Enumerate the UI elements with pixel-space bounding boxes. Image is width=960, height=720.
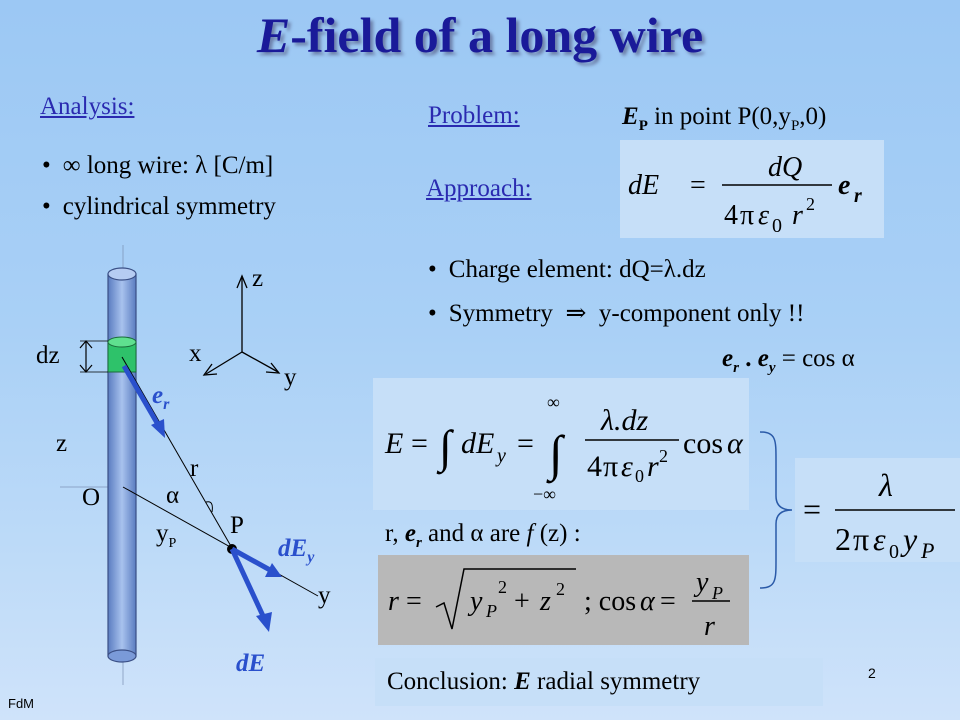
- svg-text:α: α: [640, 586, 656, 617]
- svg-text:r: r: [647, 450, 659, 483]
- svg-text:y: y: [693, 567, 709, 598]
- label-dz: dz: [36, 342, 60, 369]
- footer-author: FdM: [8, 696, 34, 711]
- svg-text:=: =: [660, 586, 676, 617]
- label-z: z: [56, 430, 68, 457]
- wire-body: [107, 273, 137, 657]
- svg-text:2: 2: [498, 577, 507, 597]
- svg-text:ε: ε: [873, 521, 886, 557]
- dEy-vector: [230, 546, 272, 573]
- label-alpha: α: [166, 482, 180, 509]
- svg-text:2: 2: [835, 521, 851, 557]
- label-er: er: [152, 382, 170, 413]
- wire-diagram: [60, 245, 319, 685]
- svg-text:y: y: [495, 445, 506, 467]
- wire-top: [107, 267, 137, 281]
- svg-text:4: 4: [587, 450, 602, 483]
- label-dEy: dEy: [278, 535, 315, 566]
- label-r: r: [190, 455, 199, 482]
- problem-statement: EP in point P(0,yP,0): [622, 103, 827, 134]
- label-yP: yP: [156, 520, 177, 551]
- svg-text:=: =: [406, 586, 422, 617]
- brace: [759, 431, 793, 589]
- svg-text:y: y: [467, 586, 483, 617]
- svg-text:∫: ∫: [436, 421, 454, 475]
- svg-text:dQ: dQ: [768, 152, 802, 183]
- svg-text:π: π: [740, 200, 754, 231]
- slide-title: E-field of a long wire: [256, 7, 704, 63]
- svg-text:∫: ∫: [546, 425, 566, 484]
- svg-text:0: 0: [772, 215, 782, 237]
- svg-text:r: r: [792, 200, 803, 231]
- equation-dE: dE = dQ 4 π ε 0 r 2 e r: [620, 140, 884, 238]
- problem-heading: Problem:: [428, 102, 520, 129]
- label-origin: O: [82, 484, 101, 511]
- svg-text:z: z: [539, 586, 551, 617]
- svg-text:=: =: [803, 491, 821, 527]
- equation-result: = λ 2 π ε 0 y P: [795, 458, 960, 562]
- symmetry-text: Symmetry ⇒ y-component only !!: [428, 298, 805, 328]
- svg-text:=: =: [690, 170, 706, 201]
- axis-label-x: x: [189, 340, 202, 367]
- svg-text:0: 0: [889, 541, 899, 562]
- svg-text:2: 2: [806, 194, 815, 214]
- svg-text:2: 2: [556, 579, 565, 599]
- svg-text:E: E: [384, 427, 403, 460]
- svg-text:dE: dE: [461, 427, 494, 460]
- svg-text:r: r: [704, 611, 715, 642]
- conclusion-box: Conclusion: E radial symmetry: [375, 658, 823, 706]
- svg-text:2: 2: [659, 446, 668, 466]
- svg-text:P: P: [920, 538, 934, 562]
- svg-text:P: P: [485, 601, 497, 621]
- equation-integral: E = ∫ dE y = ∞ ∫ −∞ λ.dz 4 π ε 0 r 2 cos…: [373, 378, 749, 510]
- svg-text:y: y: [900, 521, 918, 557]
- svg-text:∞: ∞: [547, 392, 560, 412]
- svg-text:α: α: [727, 427, 744, 460]
- svg-text:π: π: [853, 521, 869, 557]
- svg-text:+: +: [514, 586, 530, 617]
- er-vector: [121, 364, 163, 430]
- label-dE: dE: [236, 650, 266, 677]
- svg-text:dE: dE: [628, 170, 659, 201]
- svg-text:=: =: [411, 427, 428, 460]
- svg-text:ε: ε: [758, 200, 769, 231]
- label-y-axis-bottom: y: [318, 582, 331, 609]
- svg-text:; cos: ; cos: [584, 586, 636, 617]
- page-number: 2: [868, 665, 876, 681]
- svg-text:P: P: [711, 583, 723, 603]
- svg-text:λ.dz: λ.dz: [600, 404, 648, 437]
- dE-vector: [229, 547, 267, 620]
- svg-text:0: 0: [635, 466, 644, 486]
- analysis-heading: Analysis:: [40, 93, 135, 120]
- label-P: P: [230, 512, 244, 539]
- dependency-text: r, er and α are f (z) :: [385, 520, 581, 551]
- approach-heading: Approach:: [426, 175, 532, 202]
- svg-text:4: 4: [724, 200, 738, 231]
- svg-text:r: r: [854, 185, 862, 207]
- svg-text:r: r: [388, 586, 399, 617]
- svg-text:−∞: −∞: [533, 484, 556, 504]
- svg-text:λ: λ: [878, 467, 893, 503]
- bullet-long-wire: ∞ long wire: λ [C/m]: [42, 152, 273, 180]
- svg-text:e: e: [838, 170, 850, 201]
- axis-label-z: z: [252, 265, 264, 292]
- svg-text:π: π: [603, 450, 618, 483]
- svg-text:ε: ε: [621, 450, 633, 483]
- svg-text:=: =: [517, 427, 534, 460]
- axis-label-y: y: [284, 364, 297, 391]
- charge-element-text: Charge element: dQ=λ.dz: [428, 256, 706, 284]
- dot-product-text: er . ey = cos α: [722, 345, 855, 376]
- equation-geometry: r = y P 2 + z 2 ; cos α = y P r: [378, 555, 749, 645]
- bullet-cylindrical-symmetry: cylindrical symmetry: [42, 193, 276, 221]
- svg-text:cos: cos: [683, 427, 723, 460]
- conclusion-text: Conclusion: E radial symmetry: [387, 668, 701, 695]
